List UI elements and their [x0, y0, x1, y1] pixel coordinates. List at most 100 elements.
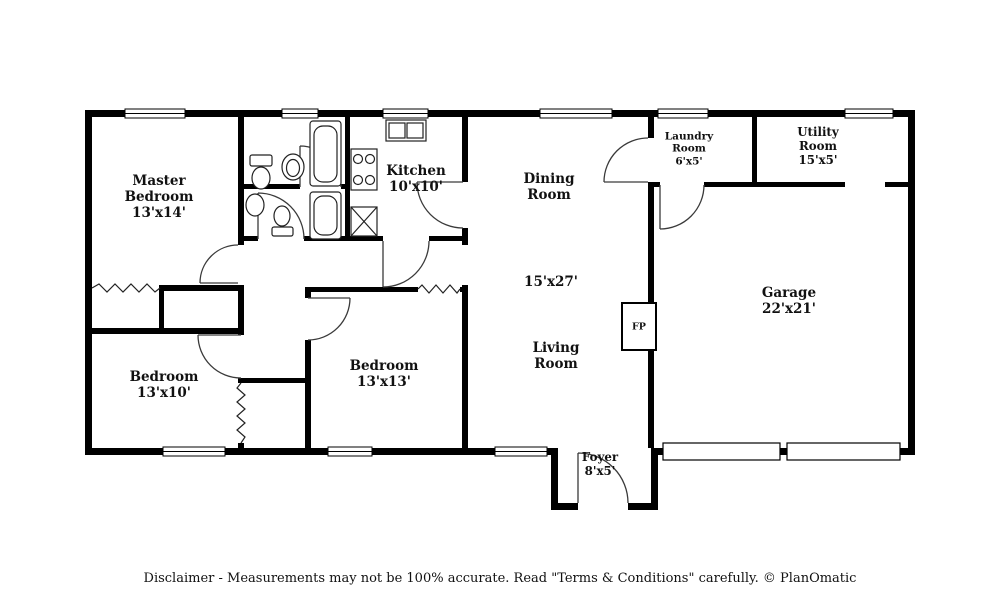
dishwasher-icon	[350, 206, 378, 237]
wall-hall-left-c	[238, 443, 244, 448]
room-dims: 13'x13'	[357, 374, 411, 390]
room-label-bedroom-left: Bedroom 13'x10'	[119, 369, 209, 402]
room-dims: 8'x5'	[584, 464, 616, 478]
wall-bottom-left	[85, 448, 558, 455]
room-label-living-room: Living Room	[531, 340, 581, 373]
fixtures-layer	[245, 119, 427, 240]
wall-kitchen-bottom-b	[429, 236, 467, 241]
window	[327, 446, 373, 457]
laundry-garage-door-swing	[659, 184, 705, 230]
wall-living-east-c	[648, 348, 654, 448]
room-name: Garage	[761, 285, 817, 302]
window	[844, 108, 894, 119]
wall-top	[85, 110, 915, 117]
fireplace-abbr: FP	[632, 321, 646, 333]
bathtub-icon	[309, 120, 342, 187]
closet-accordion-door	[236, 382, 246, 444]
room-name: Living Room	[532, 340, 580, 372]
wall-bedroom-left-top	[92, 328, 244, 334]
garage-doors	[662, 442, 901, 461]
window	[657, 108, 709, 119]
room-dims: 15'x5'	[798, 152, 838, 167]
wall-left	[85, 110, 92, 455]
kitchen-dining-door-swing	[416, 181, 464, 229]
windows-layer	[124, 108, 894, 457]
wall-bedroom-mid-top-a	[305, 287, 418, 292]
wall-utility-bottom-c	[885, 182, 908, 187]
wall-bath-divider-b	[341, 184, 345, 189]
wall-foyer-bottom-a	[551, 503, 578, 510]
room-label-living-dining-dims: 15'x27'	[516, 274, 586, 291]
window	[281, 108, 319, 119]
fireplace-label: FP	[624, 321, 654, 332]
room-label-laundry-room: Laundry Room 6'x5'	[663, 130, 715, 167]
room-dims: 10'x10'	[389, 179, 443, 195]
toilet-icon	[249, 154, 273, 190]
stove-icon	[350, 148, 378, 191]
wall-hall-closet-top	[244, 378, 308, 383]
room-dims: 22'x21'	[762, 301, 816, 317]
laundry-hall-door-swing	[603, 137, 649, 183]
wall-living-east-a	[648, 117, 654, 138]
wall-bedroom-mid-left-a	[305, 287, 311, 298]
wall-kitchen-dining-a	[462, 117, 468, 182]
front-door-swing	[577, 452, 629, 504]
room-label-kitchen: Kitchen 10'x10'	[374, 163, 459, 196]
wall-bedroom-mid-left-b	[305, 340, 311, 448]
window	[124, 108, 186, 119]
room-label-garage: Garage 22'x21'	[744, 285, 834, 318]
room-name: Foyer	[581, 450, 619, 465]
fireplace-box	[621, 302, 657, 351]
wall-kitchen-dining-b	[462, 228, 468, 245]
room-name: Bedroom	[129, 369, 199, 386]
wall-foyer-bottom-b	[628, 503, 658, 510]
closet-doors-layer	[91, 283, 461, 444]
wall-hall-left-b	[238, 378, 244, 383]
closet-accordion-door	[417, 284, 461, 294]
garage-door-panel	[662, 442, 781, 461]
bedroom-middle-door-swing	[307, 297, 351, 341]
wall-kitchen-bottom-a	[345, 236, 383, 241]
room-name: Bedroom	[349, 358, 419, 375]
wall-foyer-left	[551, 448, 558, 510]
bathtub-icon	[309, 191, 342, 240]
disclaimer-text: Disclaimer - Measurements may not be 100…	[143, 571, 857, 586]
room-name: Utility Room	[797, 125, 839, 154]
wall-hall-left-a	[238, 285, 244, 335]
window	[162, 446, 226, 457]
walls-layer	[85, 110, 915, 510]
wall-living-east-b	[648, 182, 654, 305]
window	[382, 108, 429, 119]
wall-bottom-right	[651, 448, 915, 455]
room-name: Master Bedroom	[124, 173, 194, 206]
room-dims: 13'x14'	[132, 204, 186, 221]
window	[494, 446, 548, 457]
room-name: Dining Room	[523, 171, 575, 203]
sink-icon	[245, 193, 265, 217]
room-label-master-bedroom: Master Bedroom 13'x14'	[117, 173, 202, 222]
kitchen-sink-icon	[385, 119, 427, 142]
doors-layer	[197, 137, 705, 504]
closet-accordion-door	[91, 283, 161, 293]
wall-closet-divider	[159, 285, 164, 334]
room-label-utility-room: Utility Room 15'x5'	[794, 125, 842, 168]
sink-icon	[281, 153, 305, 181]
wall-laundry-utility-divider	[752, 117, 757, 187]
wall-bath-bottom-a	[244, 236, 258, 241]
wall-right	[908, 110, 915, 455]
wall-master-right	[238, 117, 244, 245]
garage-door-panel	[786, 442, 901, 461]
wall-foyer-right	[651, 448, 658, 510]
room-dims: 6'x5'	[675, 155, 703, 168]
wall-bath-divider-a	[244, 184, 300, 189]
room-name: Kitchen	[386, 163, 446, 180]
room-label-foyer: Foyer 8'x5'	[570, 450, 630, 479]
room-dims: 13'x10'	[137, 385, 191, 401]
room-label-dining-room: Dining Room	[523, 171, 575, 204]
room-dims: 15'x27'	[524, 274, 578, 291]
wall-kitchen-left	[345, 117, 350, 241]
master-bedroom-door-swing	[199, 244, 239, 284]
window	[539, 108, 613, 119]
